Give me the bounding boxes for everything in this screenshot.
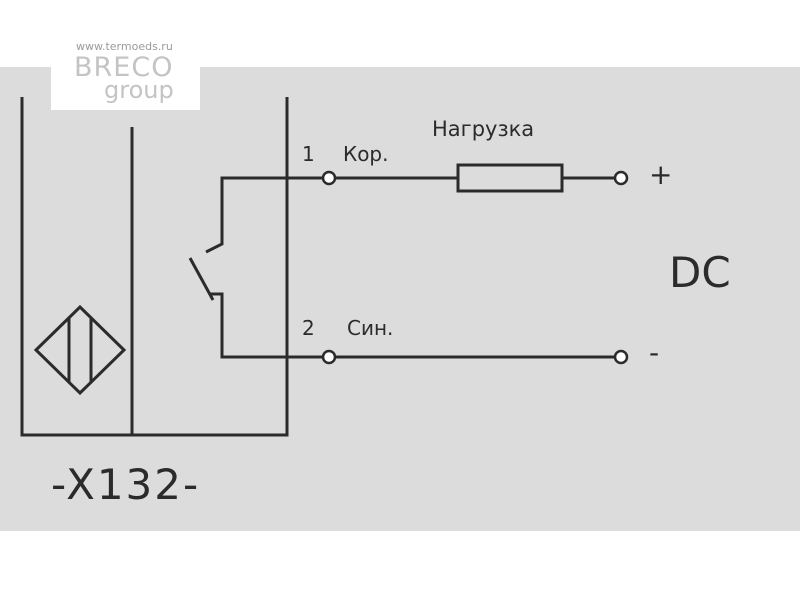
watermark-sub: group <box>104 76 174 104</box>
watermark-site: www.termoeds.ru <box>76 40 173 53</box>
resistor-icon <box>456 163 564 193</box>
pin1-label: Кор. <box>343 142 389 166</box>
supply-type-label: DC <box>669 248 731 297</box>
terminal-icon <box>613 170 629 186</box>
pin2-label: Син. <box>347 316 394 340</box>
pin1-number: 1 <box>302 142 315 166</box>
wire-pin1-internal <box>205 176 324 254</box>
watermark-backdrop <box>51 38 200 110</box>
watermark-brand: BRECO <box>74 52 174 83</box>
switch-contact-icon <box>188 257 215 301</box>
model-label: -X132- <box>51 460 201 509</box>
plus-sign: + <box>649 158 673 191</box>
proximity-sensor-symbol-icon <box>33 304 127 396</box>
load-label: Нагрузка <box>432 117 535 141</box>
sensor-body-outline <box>20 97 289 437</box>
terminal-icon <box>321 349 337 365</box>
wire-pin2-internal <box>210 292 324 359</box>
terminal-icon <box>321 170 337 186</box>
minus-sign: - <box>649 336 660 369</box>
terminal-icon <box>613 349 629 365</box>
pin2-number: 2 <box>302 316 315 340</box>
